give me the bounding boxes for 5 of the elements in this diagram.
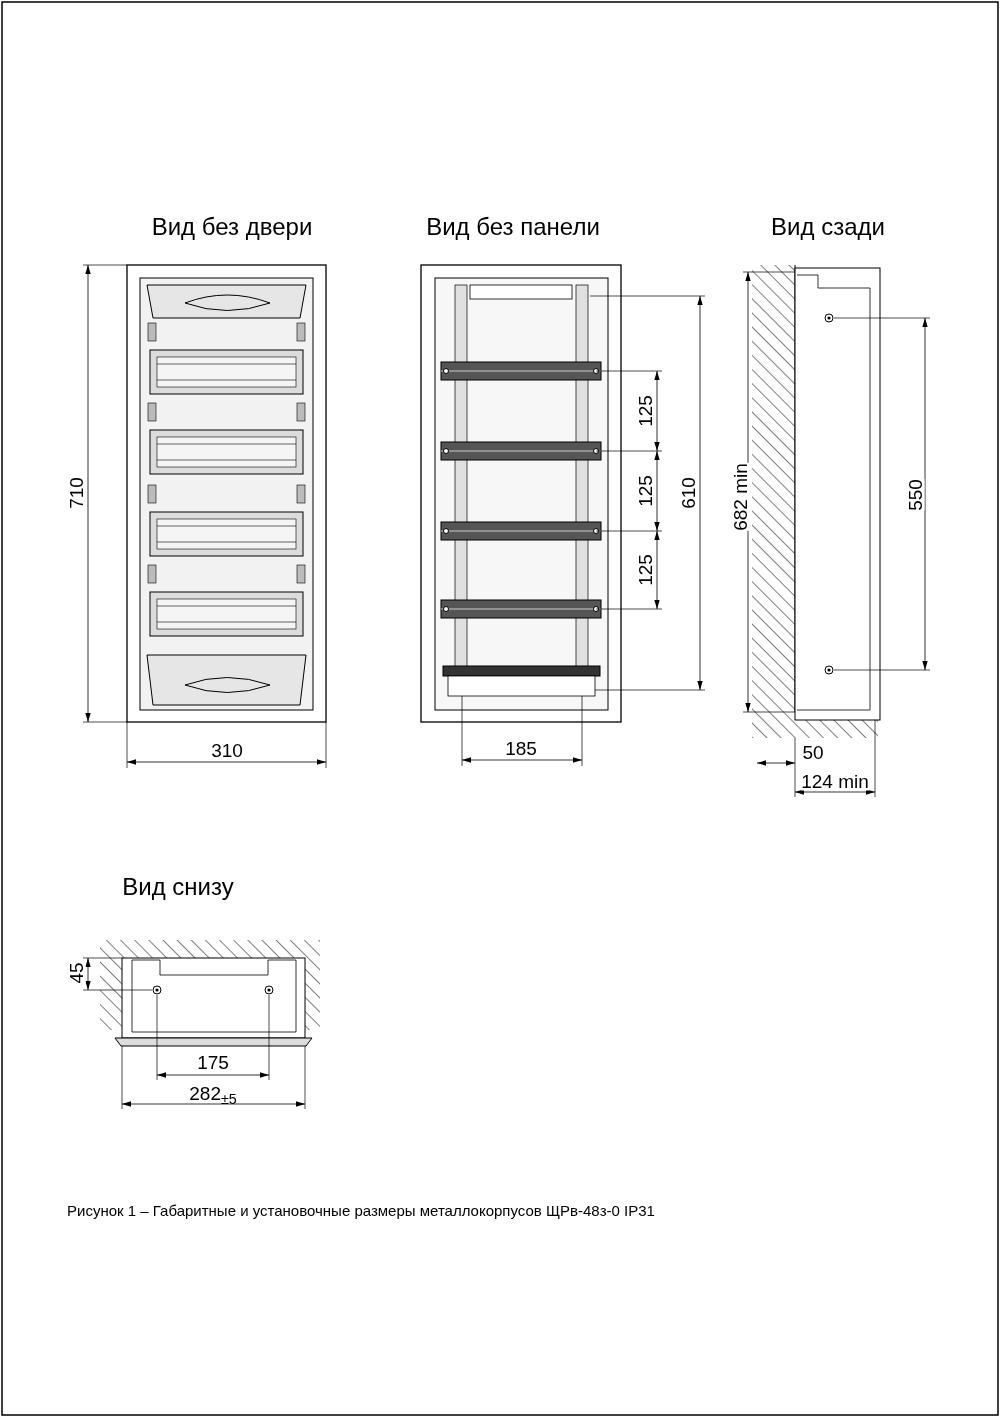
view-title: Вид без двери (151, 215, 313, 239)
figure-caption: Рисунок 1 – Габаритные и установочные размеры металлокорпусов ЩРв-48з-0 IP31 (67, 1201, 655, 1221)
view-title: Вид снизу (122, 875, 234, 899)
view-title: Вид сзади (771, 215, 885, 239)
view-title: Вид без панели (426, 215, 600, 239)
